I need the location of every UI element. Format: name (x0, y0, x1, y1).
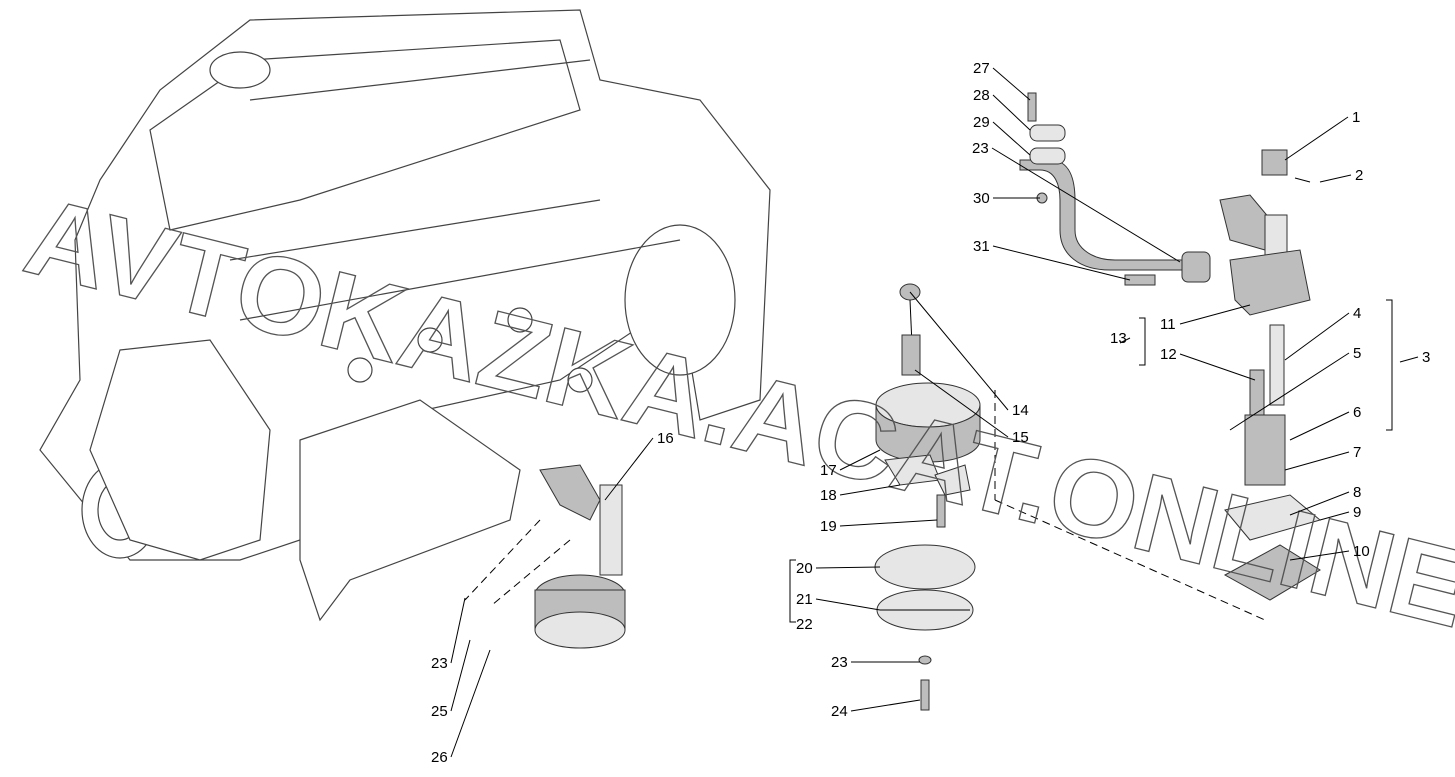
assembly-lines (464, 390, 1266, 621)
callout-label-28: 28 (973, 87, 990, 104)
leader-line (1289, 550, 1350, 561)
callout-label-1: 1 (1352, 109, 1360, 126)
leader-line (1284, 451, 1350, 471)
callout-label-5: 5 (1353, 345, 1361, 362)
leader-line (450, 649, 491, 758)
callout-label-25: 25 (431, 703, 448, 720)
leader-line (839, 519, 938, 527)
leader-line (1289, 411, 1350, 441)
leader-line (992, 245, 1131, 281)
leader-line (815, 566, 881, 569)
callout-label-13: 13 (1110, 330, 1127, 347)
callout-label-19: 19 (820, 518, 837, 535)
callout-label-2: 2 (1355, 167, 1363, 184)
callout-label-11: 11 (1160, 316, 1176, 333)
callout-label-22: 22 (796, 616, 813, 633)
callout-label-26: 26 (431, 749, 448, 766)
leader-line (850, 699, 921, 712)
engine-block (39, 9, 771, 622)
callout-label-21: 21 (796, 591, 813, 608)
callout-label-7: 7 (1353, 444, 1361, 461)
leader-line (1179, 353, 1256, 381)
leader-line (1284, 116, 1349, 161)
callout-label-16: 16 (657, 430, 674, 447)
callout-label-27: 27 (973, 60, 990, 77)
leader-line (992, 121, 1031, 156)
leader-line (1229, 352, 1350, 431)
leader-line (992, 94, 1031, 131)
leader-line (1319, 511, 1350, 521)
callout-label-14: 14 (1012, 402, 1029, 419)
callout-label-24: 24 (831, 703, 848, 720)
leader-line (991, 147, 1181, 263)
callout-label-30: 30 (973, 190, 990, 207)
leader-line (909, 291, 1009, 411)
leader-line (992, 67, 1031, 101)
leader-line (839, 449, 881, 471)
group-bracket (1386, 299, 1393, 431)
leader-line (1289, 491, 1350, 516)
callout-label-6: 6 (1353, 404, 1361, 421)
leader-line (1319, 174, 1352, 183)
callout-label-10: 10 (1353, 543, 1370, 560)
callout-label-31: 31 (973, 238, 990, 255)
callout-label-12: 12 (1160, 346, 1177, 363)
callout-label-20: 20 (796, 560, 813, 577)
callout-label-29: 29 (973, 114, 990, 131)
leader-line (1284, 312, 1350, 361)
leader-line (1399, 356, 1419, 363)
leader-line (1119, 337, 1131, 344)
callout-label-15: 15 (1012, 429, 1029, 446)
group-bracket (789, 559, 796, 623)
leader-line (604, 437, 654, 501)
group-bracket (1139, 317, 1146, 366)
callout-label-3: 3 (1422, 349, 1430, 366)
leader-line (815, 598, 881, 611)
callout-label-4: 4 (1353, 305, 1361, 322)
leader-line (914, 369, 1009, 438)
leader-line (839, 484, 901, 496)
callout-label-23: 23 (972, 140, 989, 157)
callout-label-23: 23 (831, 654, 848, 671)
leader-line (450, 597, 466, 664)
callout-label-18: 18 (820, 487, 837, 504)
oil-pump-assembled (534, 464, 626, 649)
leader-line (450, 639, 471, 712)
callout-label-17: 17 (820, 462, 837, 479)
relief-valve-group (874, 283, 981, 711)
callout-label-23: 23 (431, 655, 448, 672)
callout-label-8: 8 (1353, 484, 1361, 501)
callout-label-9: 9 (1353, 504, 1361, 521)
leader-line (1179, 304, 1251, 325)
